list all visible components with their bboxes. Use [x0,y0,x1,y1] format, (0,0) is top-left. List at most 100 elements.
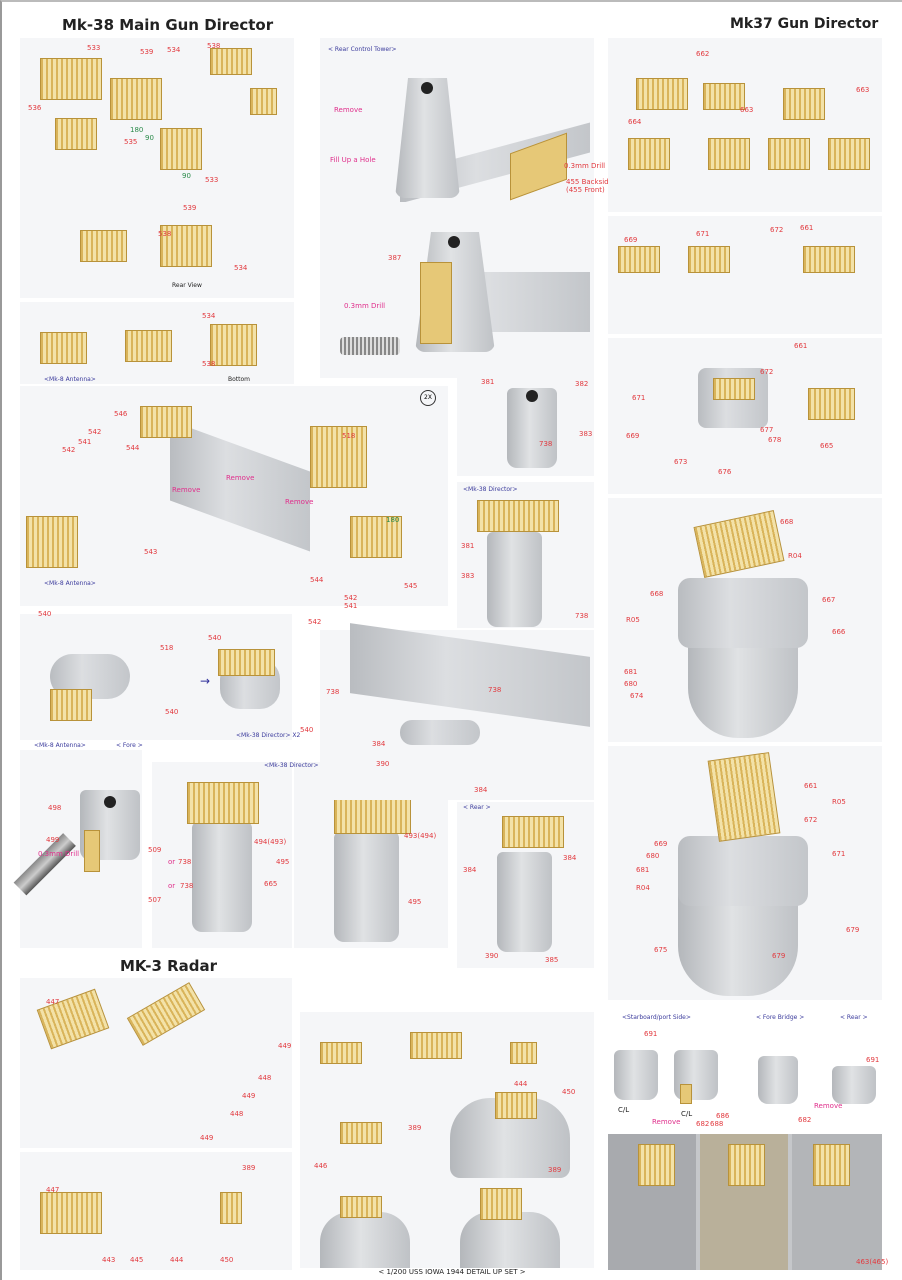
part-number: 663 [740,106,754,114]
caption-rear-view: Rear View [172,282,202,289]
part-number: 493(494) [404,832,437,840]
note-remove: Remove [652,1118,681,1126]
part-number: 662 [696,50,710,58]
part-number: 494(493) [254,838,287,846]
note-front: (455 Front) [566,186,605,194]
note-or: or [168,858,176,866]
step-mk38-director-x2: → 540 518 540 540 540 <Mk-8 Antenna> < F… [20,610,313,749]
caption-rear-control-tower: < Rear Control Tower> [328,46,397,53]
note-or: or [168,882,176,890]
part-number: 678 [768,436,782,444]
part-number: R04 [788,552,802,560]
part-number: 541 [78,438,92,446]
step-tower-top: 381 382 383 738 [457,378,594,476]
part-number: 676 [718,468,732,476]
part-number: 665 [264,880,278,888]
step-mk37-parts: 662 663 663 664 [608,38,882,212]
step-tower-plate: 387 0.3mm Drill [320,202,594,378]
part-number: 448 [230,1110,244,1118]
note-fill-hole: Fill Up a Hole [330,156,376,164]
step-mk38-assembly-2x: 2X 546 542 541 544 542 518 543 544 545 5… [20,386,448,626]
step-rear-director: < Rear > 384 384 390 385 [457,802,594,968]
part-number: 447 [46,998,60,1006]
part-number: 674 [630,692,644,700]
caption-mk8-antenna: <Mk-8 Antenna> [44,580,96,587]
part-number: 663 [856,86,870,94]
mk37-installed-photos: 463(465) [608,1134,888,1270]
part-number: 738 [326,688,340,696]
part-number: 538 [202,360,216,368]
part-number: 499 [46,836,60,844]
part-number: 738 [539,440,553,448]
note-remove: Remove [172,486,201,494]
part-number: 661 [804,782,818,790]
caption-mk8-antenna: <Mk-8 Antenna> [34,742,86,749]
step-director-ladders: 494(493) 495 665 or 738 or 738 509 507 [148,762,292,948]
part-number: 544 [310,576,324,584]
part-number: 540 [165,708,179,716]
part-number: 675 [654,946,668,954]
part-number: R04 [636,884,650,892]
centerline-note: C/L [681,1110,693,1118]
part-number: 449 [200,1134,214,1142]
caption-mk38-director-x2: <Mk-38 Director> X2 [236,732,301,739]
part-number: 669 [626,432,640,440]
step-mk8-antenna: 534 538 <Mk-8 Antenna> Bottom [20,302,294,384]
part-number: 544 [126,444,140,452]
part-number: 495 [408,898,422,906]
section-title-mk3: MK-3 Radar [120,957,218,975]
part-number: 450 [220,1256,234,1264]
part-number: 546 [114,410,128,418]
note-remove: Remove [226,474,255,482]
part-number: 661 [800,224,814,232]
part-number: 381 [481,378,495,386]
section-title-mk37: Mk37 Gun Director [730,16,879,32]
caption-rear: < Rear > [463,804,491,811]
part-number: 542 [344,594,358,602]
part-number: 533 [87,44,101,52]
part-number: 443 [102,1256,116,1264]
step-mk3-radar-mount: 444 450 446 389 389 [300,1012,594,1268]
part-number: 384 [463,866,477,874]
part-number: 688 [710,1120,724,1128]
part-number: 541 [344,602,358,610]
part-number: 389 [242,1164,256,1172]
caption-mk8-antenna: <Mk-8 Antenna> [44,376,96,383]
part-number: 385 [545,956,559,964]
part-number: 534 [167,46,181,54]
part-number: 738 [178,858,192,866]
part-number: 691 [866,1056,880,1064]
part-number: 668 [780,518,794,526]
caption-mk38-director: <Mk-38 Director> [264,762,319,769]
part-number: 384 [563,854,577,862]
part-number: 449 [242,1092,256,1100]
part-number: 667 [822,596,836,604]
part-number: 387 [388,254,402,262]
part-number: 509 [148,846,162,854]
step-mk38-director-mount: <Mk-38 Director> 381 383 738 [457,482,594,628]
part-number: 533 [205,176,219,184]
caption-mk38-director: <Mk-38 Director> [463,486,518,493]
part-number: 444 [514,1080,528,1088]
note-drill: 0.3mm Drill [564,162,606,170]
part-number: 540 [208,634,222,642]
step-mk38-parts: 533 539 534 538 536 535 533 180 90 90 [20,38,294,200]
part-number: 448 [258,1074,272,1082]
part-number: 445 [130,1256,144,1264]
part-number: 518 [160,644,174,652]
part-number: 381 [461,542,475,550]
part-number: 449 [278,1042,292,1050]
step-fore-drill: 498 499 0.3mm Drill [13,750,142,948]
part-number: 682 [696,1120,710,1128]
part-number: 539 [140,48,154,56]
part-number: 681 [624,668,638,676]
caption-fore: < Fore > [116,742,143,749]
part-number: 384 [474,786,488,794]
note-drill: 0.3mm Drill [38,850,80,858]
part-number: 691 [644,1030,658,1038]
angle-note: 90 [145,134,154,142]
note-remove: Remove [334,106,363,114]
caption-fore-bridge: < Fore Bridge > [756,1014,805,1021]
part-number: 538 [207,42,221,50]
